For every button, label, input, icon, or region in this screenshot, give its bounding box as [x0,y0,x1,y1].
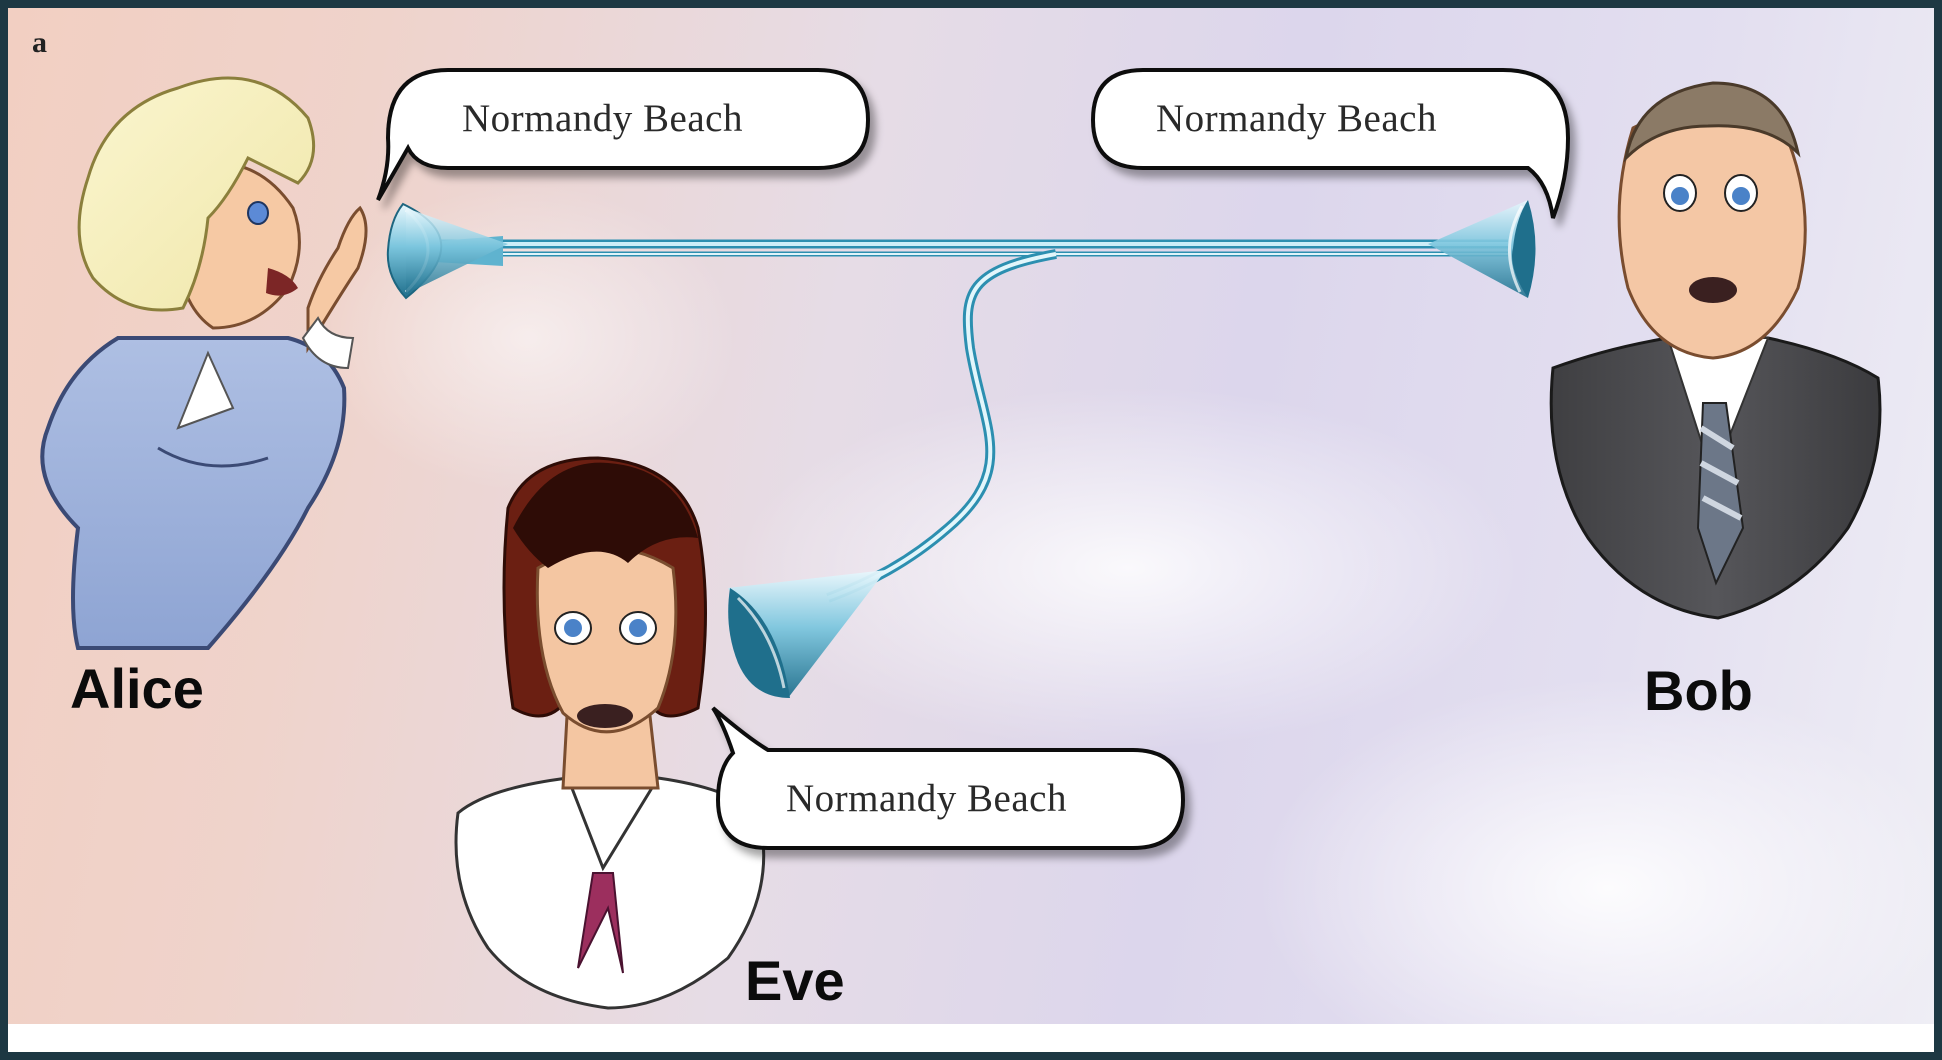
alice-label: Alice [70,656,204,721]
eve-figure [456,458,764,1008]
bob-speech-bubble [1093,70,1568,218]
channel-tube [400,244,1508,254]
panel-letter: a [32,26,47,60]
bob-label: Bob [1644,658,1753,723]
alice-bubble-text: Normandy Beach [462,96,743,141]
eve-bubble-text: Normandy Beach [786,776,1067,821]
scene-illustration [8,8,1934,1052]
eve-horn [728,570,886,698]
diagram-panel: a Normandy Beach Normandy Beach Normandy… [8,8,1934,1052]
bob-figure [1551,83,1880,618]
bob-bubble-text: Normandy Beach [1156,96,1437,141]
bob-horn [1428,200,1536,298]
eavesdrop-tube [828,254,1056,598]
alice-figure [42,78,366,648]
alice-horn [388,204,508,298]
eve-label: Eve [745,948,845,1013]
